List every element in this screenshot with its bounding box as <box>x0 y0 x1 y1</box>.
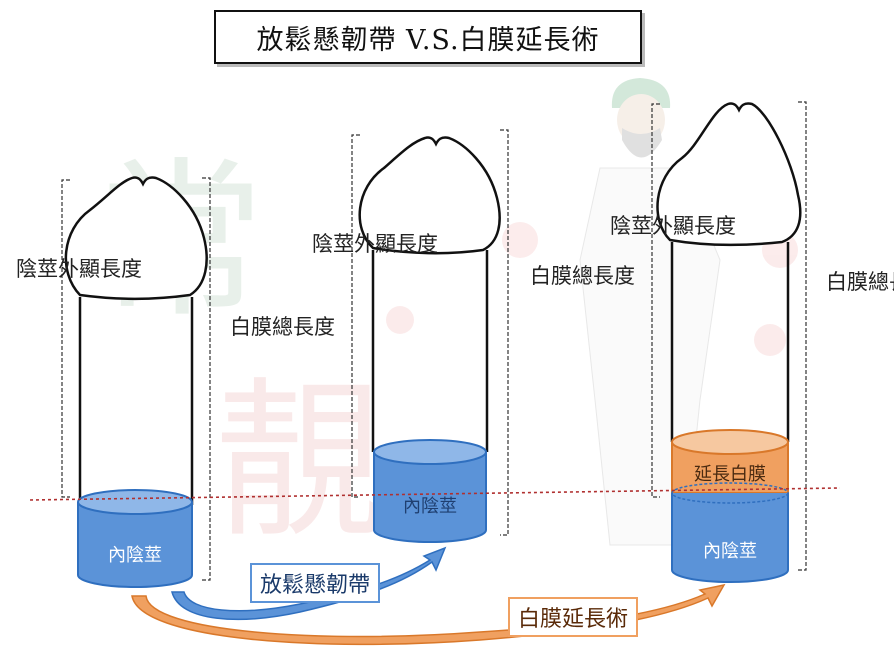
label-total-length-middle: 白膜總長度 <box>530 262 635 291</box>
svg-text:靚: 靚 <box>215 363 385 561</box>
ligament-release-label: 放鬆懸韌帶 <box>250 563 381 603</box>
glans-right <box>656 102 802 247</box>
label-visible-length-left: 陰莖外顯長度 <box>16 255 142 284</box>
bracket-visible-left <box>61 179 70 498</box>
figure-right <box>651 101 807 583</box>
figure-left <box>61 176 211 588</box>
label-visible-length-right: 陰莖外顯長度 <box>610 212 736 241</box>
bracket-total-right <box>798 101 807 571</box>
inner-shaft-label-left: 內陰莖 <box>108 545 162 566</box>
watermark: 常 靚 <box>95 143 798 561</box>
label-total-length-right: 白膜總長度 <box>826 270 894 294</box>
bracket-visible-right <box>651 103 660 498</box>
bracket-total-middle <box>500 129 509 536</box>
extended-membrane-label: 延長白膜 <box>694 464 766 485</box>
label-visible-length-middle: 陰莖外顯長度 <box>312 230 438 259</box>
bracket-visible-middle <box>351 134 360 498</box>
page-title: 放鬆懸韌帶 V.S.白膜延長術 <box>214 10 642 64</box>
glans-middle <box>358 136 501 255</box>
figure-middle <box>351 129 509 543</box>
glans-left <box>64 176 208 300</box>
bracket-total-left <box>202 177 211 581</box>
inner-shaft-label-middle: 內陰莖 <box>403 496 457 517</box>
label-total-length-left: 白膜總長度 <box>230 315 335 339</box>
inner-shaft-label-right: 內陰莖 <box>703 541 757 562</box>
membrane-extension-label: 白膜延長術 <box>508 597 639 637</box>
ligament-arrow <box>171 546 447 621</box>
